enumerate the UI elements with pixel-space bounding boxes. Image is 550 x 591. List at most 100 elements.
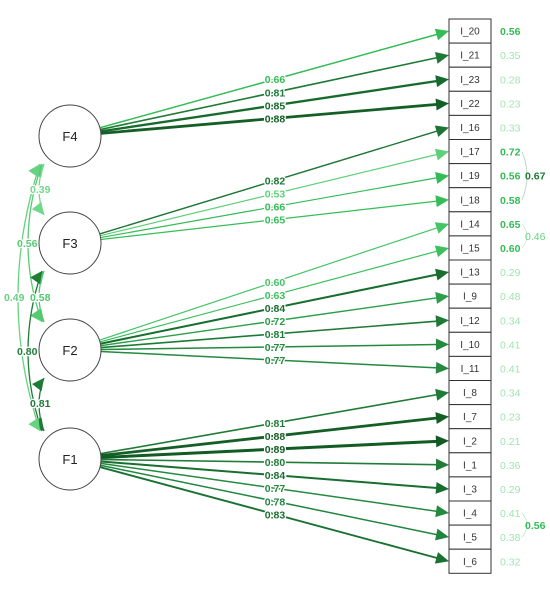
arrowhead-icon xyxy=(435,292,449,304)
loading-label: 0.77 xyxy=(265,483,286,495)
arrowhead-icon xyxy=(434,552,449,564)
loading-path xyxy=(100,177,438,239)
arrowhead-icon xyxy=(434,222,449,234)
arrowhead-icon xyxy=(434,125,449,137)
arrowhead-icon xyxy=(435,388,449,401)
factor-label: F4 xyxy=(62,129,77,144)
item-label: I_11 xyxy=(461,364,480,375)
arrowhead-icon xyxy=(31,201,44,215)
arrowhead-icon xyxy=(28,164,40,178)
arrowhead-icon xyxy=(434,148,449,161)
loading-path xyxy=(100,297,438,347)
item-label: I_2 xyxy=(463,436,477,447)
covariance-label: 0.58 xyxy=(30,292,51,304)
residual-label: 0.48 xyxy=(500,291,521,303)
loading-label: 0.78 xyxy=(265,496,286,508)
loading-path xyxy=(100,343,438,351)
residual-label: 0.32 xyxy=(500,556,521,568)
residual-label: 0.34 xyxy=(500,388,521,400)
loading-label: 0.80 xyxy=(265,457,286,469)
item-label: I_3 xyxy=(463,484,477,495)
item-label: I_16 xyxy=(460,123,480,134)
residual-label: 0.23 xyxy=(500,412,521,424)
loading-path xyxy=(100,416,438,457)
loading-path xyxy=(99,33,438,129)
item-box xyxy=(448,380,492,406)
loading-label: 0.66 xyxy=(265,74,286,86)
loading-path xyxy=(100,79,438,133)
arrowhead-icon xyxy=(30,308,42,322)
item-label: I_7 xyxy=(463,412,477,423)
item-box xyxy=(448,139,492,165)
loading-label: 0.77 xyxy=(265,342,286,354)
arrowhead-icon xyxy=(435,528,449,541)
item-node: I_15 0.60 xyxy=(448,235,521,261)
arrowhead-icon xyxy=(435,172,449,184)
item-label: I_9 xyxy=(463,292,477,303)
loading-label: 0.81 xyxy=(265,87,286,99)
item-box xyxy=(448,235,492,261)
residual-label: 0.41 xyxy=(500,363,521,375)
item-label: I_6 xyxy=(463,557,477,568)
arrowhead-icon xyxy=(28,417,40,431)
loading-path xyxy=(99,466,438,560)
item-node: I_19 0.56 xyxy=(448,163,521,189)
factor-node: F4 xyxy=(38,104,102,168)
loading-path xyxy=(99,227,438,341)
item-box xyxy=(448,331,492,357)
error-covariance-label: 0.46 xyxy=(525,231,546,243)
item-box xyxy=(448,163,492,189)
residual-label: 0.56 xyxy=(500,26,521,38)
arrowhead-icon xyxy=(435,361,449,374)
item-box xyxy=(448,452,492,478)
item-box xyxy=(448,476,492,502)
loading-label: 0.63 xyxy=(265,290,286,302)
residual-label: 0.29 xyxy=(500,484,521,496)
item-box xyxy=(448,548,492,574)
arrowhead-icon xyxy=(435,458,449,471)
arrowhead-icon xyxy=(435,268,449,281)
item-label: I_1 xyxy=(463,460,477,471)
loading-path xyxy=(99,153,438,237)
covariance-label: 0.80 xyxy=(17,346,38,358)
item-node: I_11 0.41 xyxy=(448,355,521,381)
item-label: I_21 xyxy=(460,51,480,62)
item-box xyxy=(448,90,492,116)
item-node: I_9 0.48 xyxy=(448,283,521,309)
covariance-arc xyxy=(27,163,43,323)
item-label: I_5 xyxy=(463,533,477,544)
loading-label: 0.60 xyxy=(265,277,286,289)
item-label: I_4 xyxy=(463,509,477,520)
loading-label: 0.77 xyxy=(265,355,286,367)
loading-arrows xyxy=(99,28,449,564)
item-node: I_1 0.36 xyxy=(448,452,521,478)
arrowhead-icon xyxy=(435,315,449,328)
loading-path xyxy=(100,56,438,131)
item-node: I_3 0.29 xyxy=(448,476,521,502)
arrowhead-icon xyxy=(435,98,449,111)
item-label: I_15 xyxy=(460,243,480,254)
residual-label: 0.60 xyxy=(500,243,521,255)
item-label: I_19 xyxy=(460,171,480,182)
residual-label: 0.36 xyxy=(500,460,521,472)
residual-label: 0.34 xyxy=(500,315,521,327)
item-label: I_8 xyxy=(463,388,477,399)
loading-label: 0.53 xyxy=(265,189,286,201)
factor-node: F3 xyxy=(38,211,102,275)
residual-label: 0.56 xyxy=(500,171,521,183)
item-box xyxy=(448,187,492,213)
covariance-label: 0.39 xyxy=(30,184,51,196)
loading-path xyxy=(100,462,438,513)
loading-path xyxy=(100,460,438,490)
factor-circle xyxy=(38,318,102,382)
arrowhead-icon xyxy=(435,481,449,494)
item-box xyxy=(448,259,492,285)
factor-node: F2 xyxy=(38,318,102,382)
